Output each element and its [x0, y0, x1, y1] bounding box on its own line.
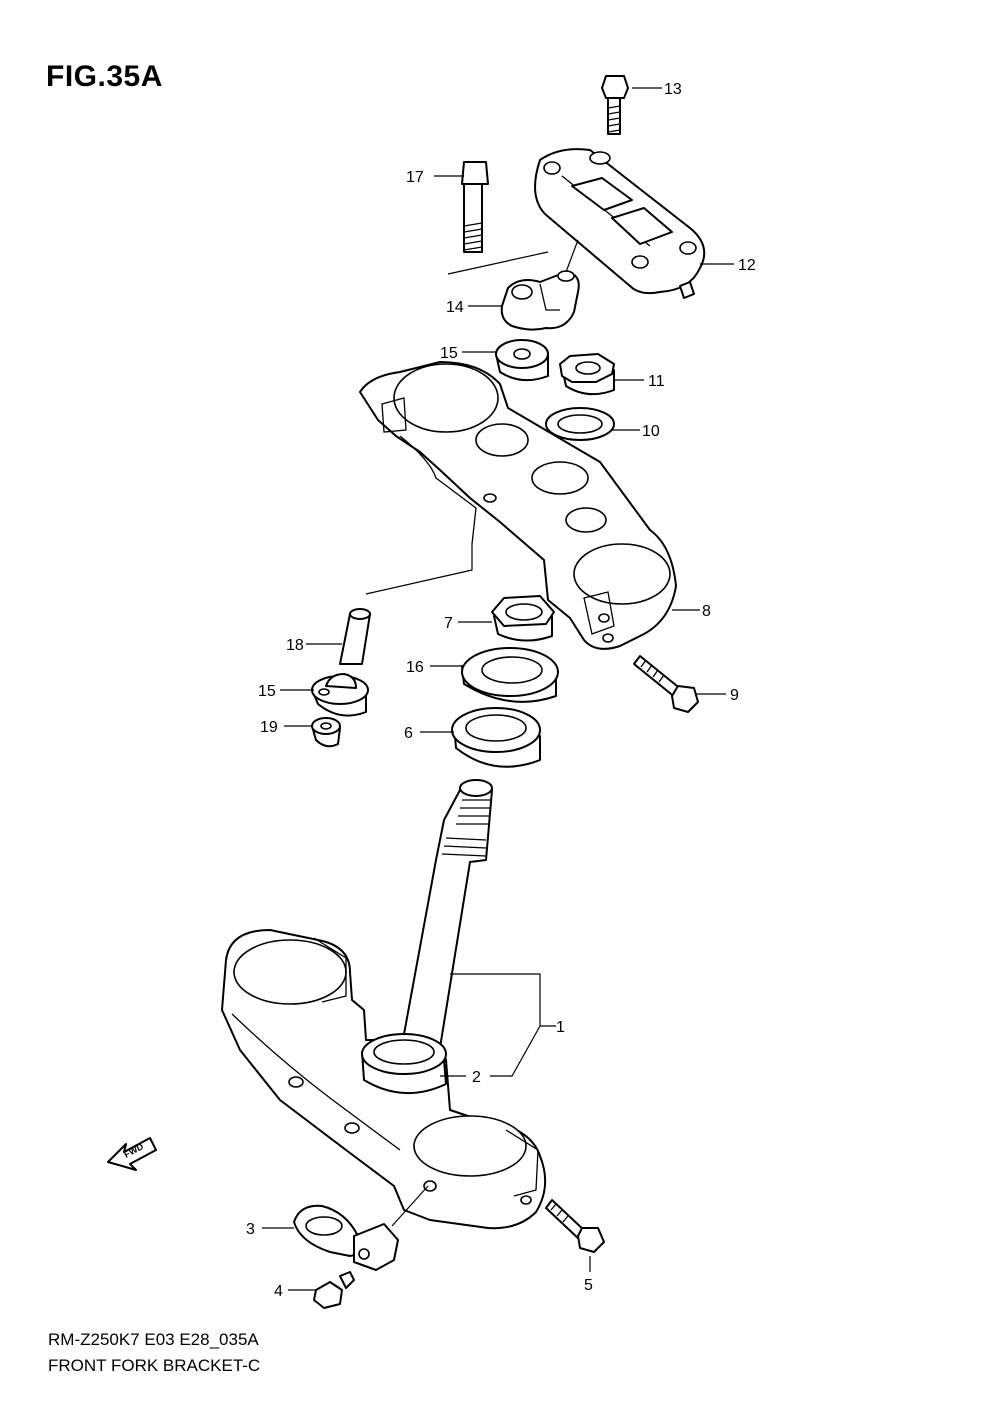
part-15-cushion-upper [495, 339, 549, 382]
part-11-nut [559, 353, 615, 396]
callout-2: 2 [472, 1069, 481, 1086]
callout-4: 4 [274, 1283, 283, 1300]
part-17-bolt [461, 161, 489, 253]
part-9-bolt [633, 655, 699, 713]
part-12-holder-upper [534, 148, 706, 299]
callout-12: 12 [738, 257, 756, 274]
callout-15-lower: 15 [258, 683, 276, 700]
callout-13: 13 [664, 81, 682, 98]
callout-9: 9 [730, 687, 739, 704]
callout-1: 1 [556, 1019, 565, 1036]
part-10-washer [545, 407, 615, 441]
callout-17: 17 [406, 169, 424, 186]
fwd-arrow-icon: FWD [107, 1137, 157, 1171]
callout-16: 16 [406, 659, 424, 676]
part-5-bolt [545, 1199, 605, 1253]
callout-10: 10 [642, 423, 660, 440]
callout-14: 14 [446, 299, 464, 316]
callout-6: 6 [404, 725, 413, 742]
figure-name: FRONT FORK BRACKET-C [48, 1356, 261, 1375]
part-4-bolt [313, 1271, 355, 1309]
callout-15-upper: 15 [440, 345, 458, 362]
part-18-pipe [339, 608, 371, 665]
part-19-nut [311, 717, 341, 748]
callout-18: 18 [286, 637, 304, 654]
callout-11: 11 [648, 373, 665, 390]
part-8-upper-bracket [359, 361, 677, 650]
callout-19: 19 [260, 719, 278, 736]
part-3-hose-guide [293, 1204, 399, 1271]
part-7-locknut [491, 595, 555, 642]
part-14-holder-lower [500, 270, 580, 331]
callout-7: 7 [444, 615, 453, 632]
part-6-bearing [451, 707, 541, 768]
part-1-steering-stem [221, 779, 547, 1230]
callout-8: 8 [702, 603, 711, 620]
part-15-cushion-lower [311, 673, 369, 717]
callout-3: 3 [246, 1221, 255, 1238]
part-16-dust-seal [461, 647, 559, 703]
callout-5: 5 [584, 1277, 593, 1294]
figure-code: RM-Z250K7 E03 E28_035A [48, 1330, 259, 1349]
part-13-bolt [601, 75, 629, 135]
figure-title: FIG.35A [46, 60, 163, 93]
